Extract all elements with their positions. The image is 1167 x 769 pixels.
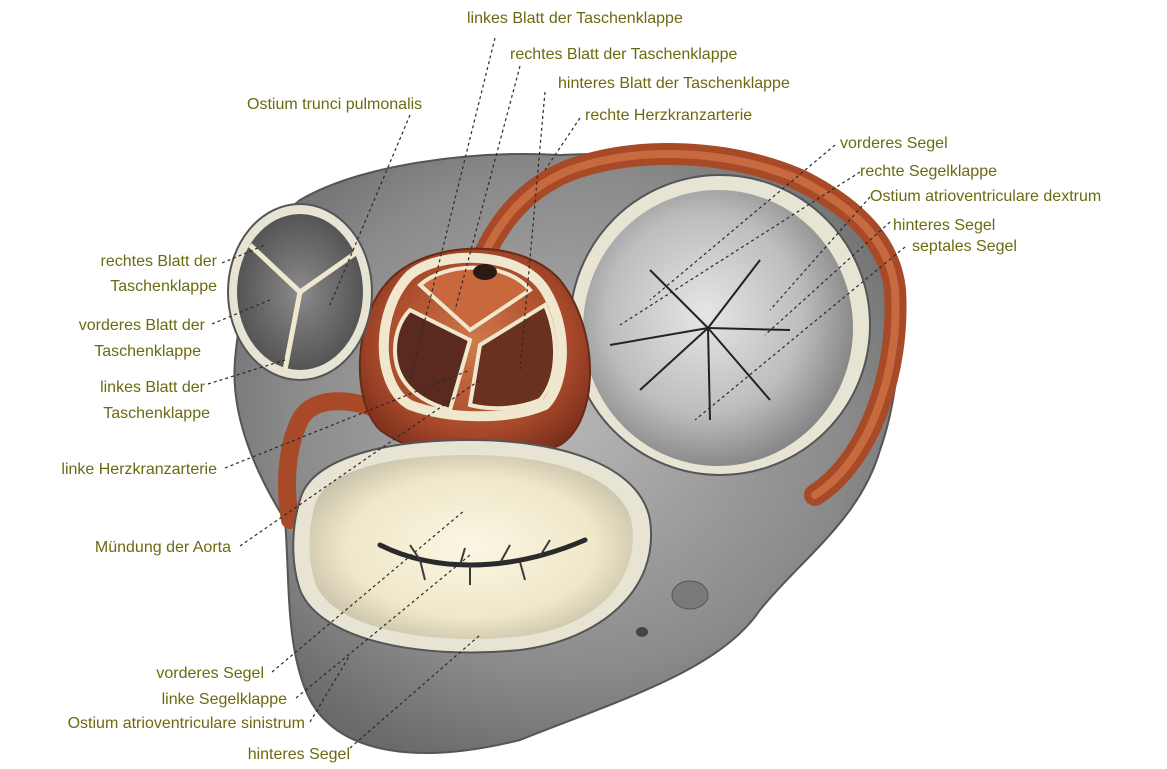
label-muendung-aorta: Mündung der Aorta <box>95 538 231 557</box>
label-ostium-trunci: Ostium trunci pulmonalis <box>247 95 422 114</box>
label-hinteres-segel-right: hinteres Segel <box>893 216 995 235</box>
label-rechte-herzkranzarterie: rechte Herzkranzarterie <box>585 106 752 125</box>
label-linkes-blatt-left-2: Taschenklappe <box>103 404 210 423</box>
label-septales-segel: septales Segel <box>912 237 1017 256</box>
label-linkes-blatt-left-1: linkes Blatt der <box>100 378 205 397</box>
label-vorderes-segel-right: vorderes Segel <box>840 134 948 153</box>
label-vorderes-blatt-2: Taschenklappe <box>94 342 201 361</box>
mitral-valve <box>310 455 633 639</box>
label-rechtes-blatt-left-2: Taschenklappe <box>110 277 217 296</box>
label-hinteres-segel-bottom: hinteres Segel <box>248 745 350 764</box>
label-ostium-sinistrum: Ostium atrioventriculare sinistrum <box>68 714 305 733</box>
label-vorderes-blatt-1: vorderes Blatt der <box>79 316 205 335</box>
small-opening <box>636 627 648 637</box>
label-rechte-segelklappe: rechte Segelklappe <box>860 162 997 181</box>
coronary-ostium <box>473 264 497 280</box>
label-vorderes-segel-bottom: vorderes Segel <box>156 664 264 683</box>
sinus-opening <box>672 581 708 609</box>
label-linke-segelklappe: linke Segelklappe <box>162 690 287 709</box>
label-ostium-dextrum: Ostium atrioventriculare dextrum <box>870 187 1101 206</box>
label-rechtes-blatt-top: rechtes Blatt der Taschenklappe <box>510 45 737 64</box>
label-rechtes-blatt-left-1: rechtes Blatt der <box>101 252 218 271</box>
label-linke-herzkranzarterie: linke Herzkranzarterie <box>61 460 217 479</box>
label-linkes-blatt-top: linkes Blatt der Taschenklappe <box>467 9 683 28</box>
label-hinteres-blatt-top: hinteres Blatt der Taschenklappe <box>558 74 790 93</box>
